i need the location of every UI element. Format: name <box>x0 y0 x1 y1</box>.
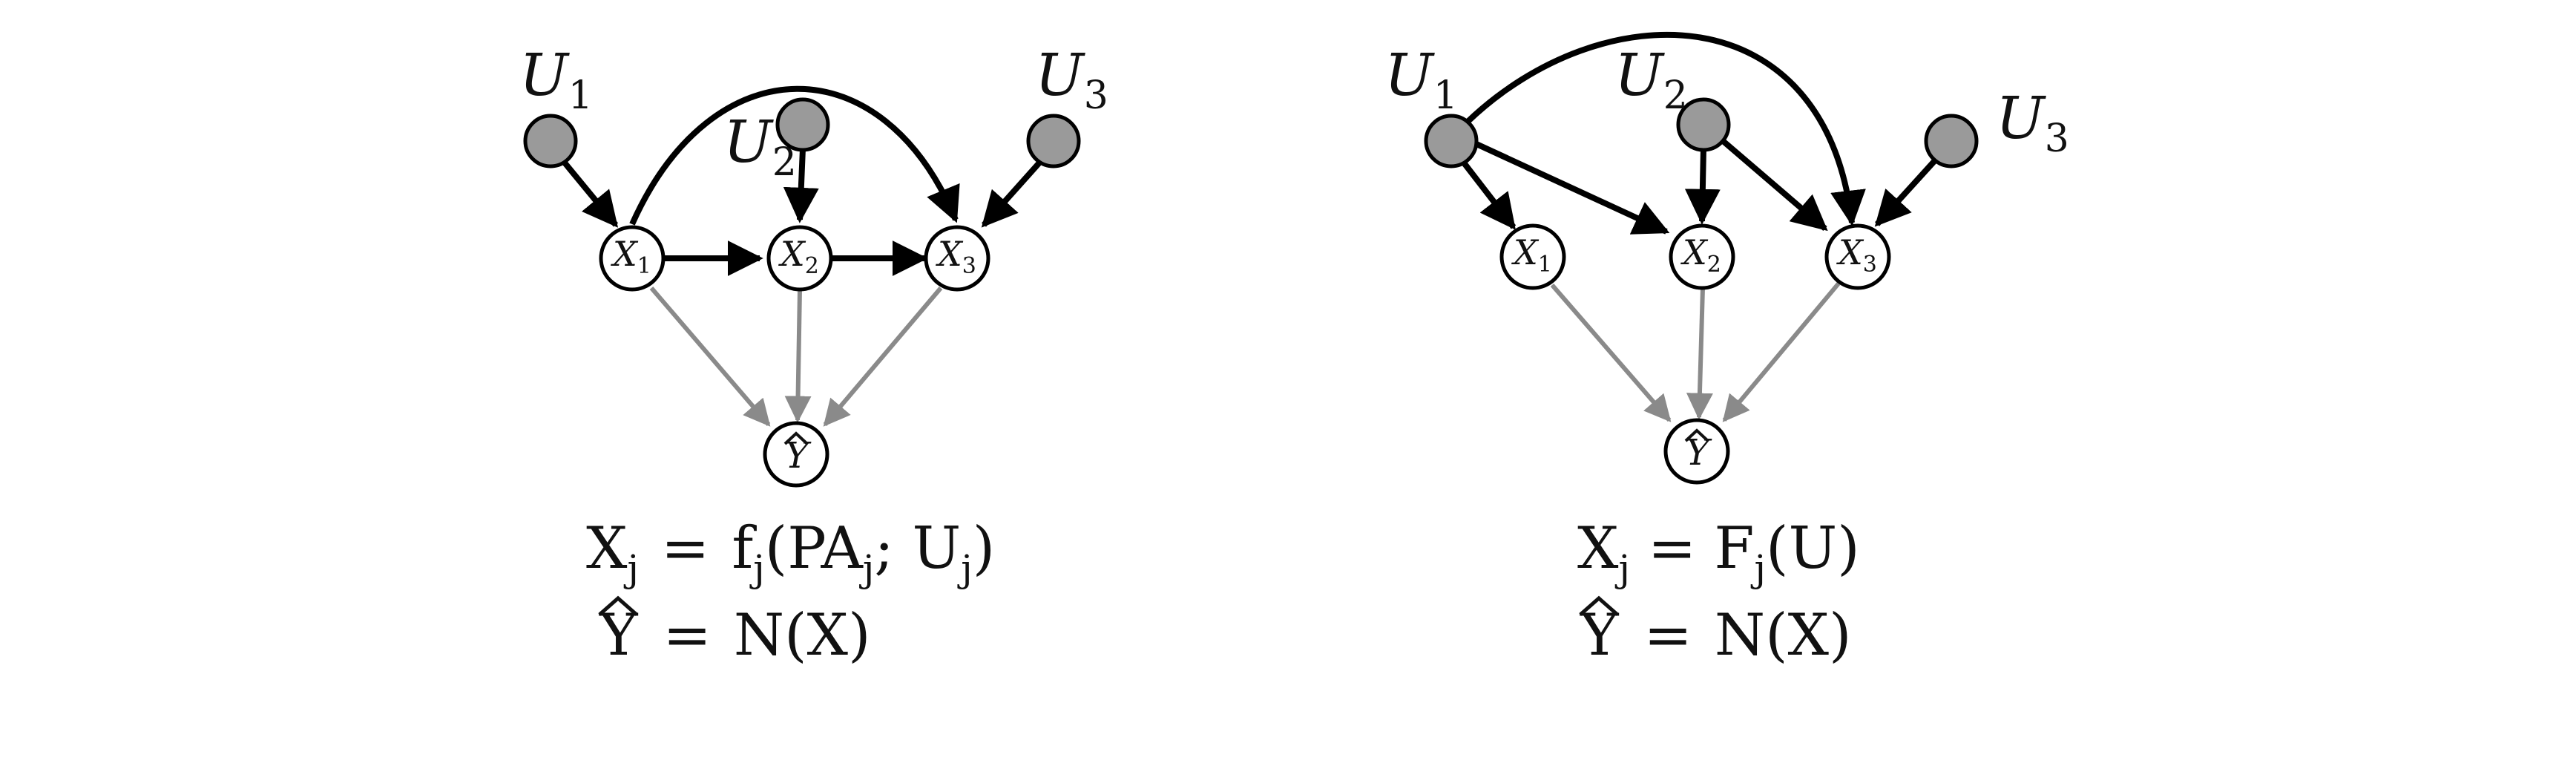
right-yhat-node <box>1663 418 1730 485</box>
edge-x1-yhat <box>1550 284 1672 422</box>
right-u2-label: U2 <box>1614 42 1688 118</box>
edge-x1-yhat <box>649 287 771 427</box>
right-u3-label: U3 <box>1996 85 2069 161</box>
right-u1-label: U1 <box>1384 42 1458 118</box>
left-x3-label: X3 <box>936 234 976 279</box>
left-equation-2: Y=N(X) <box>599 602 871 669</box>
left-x2-node <box>766 225 833 292</box>
left-u3-label: U3 <box>1035 42 1108 118</box>
edge-u2-x2 <box>783 148 819 223</box>
left-yhat-node <box>763 421 829 488</box>
edge-u2-x3 <box>1719 137 1828 232</box>
right-x3-label: X3 <box>1836 232 1877 278</box>
edge-u3-x3 <box>1874 157 1939 227</box>
right-model-edges <box>1550 282 1841 422</box>
left-u1-node <box>523 114 578 168</box>
right-x2-node <box>1669 223 1735 290</box>
right-x2-label: X2 <box>1680 232 1721 278</box>
left-u1-label: U1 <box>519 42 593 118</box>
edge-u1-x3-arc <box>1465 31 1866 226</box>
right-u2-node <box>1676 97 1731 152</box>
edge-u2-x2 <box>1684 148 1721 225</box>
left-x1-label: X1 <box>611 234 651 279</box>
right-x1-label: X1 <box>1511 232 1552 278</box>
right-equation-2-hat <box>1579 595 1619 616</box>
edge-u3-x3 <box>981 160 1042 228</box>
left-x2-label: X2 <box>778 234 819 279</box>
left-model-edges <box>649 287 943 427</box>
edge-x2-yhat <box>1686 287 1713 420</box>
edge-x1-x3-arc <box>629 85 960 226</box>
edge-u1-x2 <box>1475 141 1670 235</box>
edge-x2-yhat <box>784 289 812 423</box>
left-x1-node <box>599 225 666 292</box>
left-equation-2-hat <box>598 595 638 616</box>
right-causal-edges <box>1460 31 1939 235</box>
edge-x3-yhat <box>823 287 943 427</box>
right-diagram: U1 U2 U3 X1 X2 X3 Y Xj=Fj(U) Y=N(X) <box>1384 31 2069 669</box>
edge-u1-x1 <box>561 160 619 228</box>
right-yhat-hat <box>1684 428 1709 442</box>
left-x3-node <box>924 225 990 292</box>
left-u2-label: U2 <box>723 109 797 185</box>
left-diagram: U1 U2 U3 X1 X2 X3 Y Xj=fj(PAj; Uj) Y=N(X… <box>519 42 1108 669</box>
right-equation-1: Xj=Fj(U) <box>1577 515 1860 590</box>
left-u3-node <box>1026 114 1081 168</box>
left-equation-1: Xj=fj(PAj; Uj) <box>586 515 995 590</box>
right-x3-node <box>1824 223 1891 290</box>
edge-x3-yhat <box>1722 282 1841 422</box>
right-u3-node <box>1924 114 1979 168</box>
left-u2-node <box>775 97 830 152</box>
right-equation-2: Y=N(X) <box>1580 602 1852 669</box>
right-u1-node <box>1424 114 1479 168</box>
left-causal-edges <box>561 85 1042 276</box>
left-yhat-hat <box>783 431 809 445</box>
edge-u1-x1 <box>1460 160 1517 230</box>
right-x1-node <box>1499 223 1566 290</box>
